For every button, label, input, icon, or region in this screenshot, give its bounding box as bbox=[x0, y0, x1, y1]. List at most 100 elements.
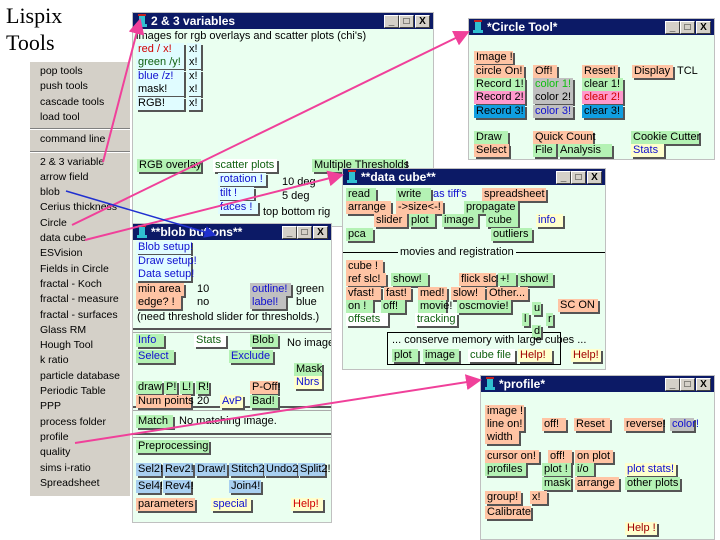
button-rgb[interactable]: RGB! bbox=[136, 97, 184, 110]
button-size[interactable]: ->size<-! bbox=[396, 201, 443, 214]
button-vfast[interactable]: vfast! bbox=[346, 287, 381, 300]
button-pca[interactable]: pca bbox=[346, 228, 373, 241]
button-record-3[interactable]: Record 3! bbox=[474, 105, 525, 118]
maximize-button[interactable]: □ bbox=[399, 15, 414, 28]
button-write[interactable]: write bbox=[396, 188, 431, 201]
menu-item-esvision[interactable]: ESVision bbox=[40, 247, 83, 260]
menu-item-fields-in-circle[interactable]: Fields in Circle bbox=[40, 262, 109, 275]
close-button[interactable]: X bbox=[696, 21, 711, 34]
button-show[interactable]: show! bbox=[518, 273, 553, 286]
button-sel4[interactable]: Sel4! bbox=[136, 480, 164, 493]
button-cursor-on[interactable]: cursor on! bbox=[485, 450, 539, 463]
button-spreadsheet[interactable]: spreadsheet bbox=[482, 188, 546, 201]
button-special[interactable]: special bbox=[211, 498, 251, 511]
button-x[interactable]: x! bbox=[187, 56, 201, 69]
button-fast[interactable]: fast! bbox=[384, 287, 411, 300]
button-x[interactable]: x! bbox=[187, 83, 201, 96]
button-off[interactable]: off! bbox=[548, 450, 572, 463]
button-preprocessing[interactable]: Preprocessing bbox=[136, 440, 209, 453]
button-rev4[interactable]: Rev4! bbox=[163, 480, 194, 493]
menu-item-pop-tools[interactable]: pop tools bbox=[40, 65, 83, 77]
button-other[interactable]: Other... bbox=[487, 287, 528, 300]
maximize-button[interactable]: □ bbox=[571, 171, 586, 184]
button-red-x[interactable]: red / x! bbox=[136, 43, 184, 56]
button-u[interactable]: u bbox=[532, 302, 541, 315]
menu-item-data-cube[interactable]: data cube bbox=[40, 232, 87, 244]
button-plot[interactable]: plot ! bbox=[542, 463, 571, 476]
button-image[interactable]: image bbox=[442, 214, 478, 227]
button-help[interactable]: Help! bbox=[518, 349, 552, 362]
button-mask[interactable]: mask! bbox=[136, 83, 184, 96]
button-draw[interactable]: draw bbox=[136, 381, 162, 394]
menu-item-cascade-tools[interactable]: cascade tools bbox=[40, 95, 105, 108]
button-offsets[interactable]: offsets bbox=[346, 313, 388, 326]
button-help[interactable]: Help! bbox=[291, 498, 323, 511]
button-cube[interactable]: cube bbox=[486, 214, 518, 227]
menu-item-fractal-measure[interactable]: fractal - measure bbox=[40, 293, 119, 306]
button-reset[interactable]: Reset bbox=[574, 418, 610, 431]
cube-title-bar[interactable]: **data cube**_□X bbox=[343, 169, 605, 185]
button-quick-count[interactable]: Quick Count bbox=[533, 131, 596, 144]
button-line-on[interactable]: line on! bbox=[485, 418, 524, 431]
button-color[interactable]: color! bbox=[670, 418, 699, 431]
button-p[interactable]: P! bbox=[164, 381, 177, 394]
button-outliers[interactable]: outliers bbox=[491, 228, 532, 241]
button-image[interactable]: image bbox=[423, 349, 459, 362]
close-button[interactable]: X bbox=[415, 15, 430, 28]
button-l[interactable]: l bbox=[522, 313, 529, 326]
button-x[interactable]: x! bbox=[530, 491, 547, 504]
menu-item-2-3-variable[interactable]: 2 & 3 variable bbox=[40, 155, 105, 168]
button-blue-z[interactable]: blue /z! bbox=[136, 70, 184, 83]
button-info[interactable]: Info bbox=[136, 334, 164, 347]
menu-item-glass-rm[interactable]: Glass RM bbox=[40, 323, 87, 336]
button-image[interactable]: image ! bbox=[485, 405, 524, 418]
button-other-plots[interactable]: other plots bbox=[625, 477, 680, 490]
button-image[interactable]: Image ! bbox=[474, 51, 513, 64]
menu-item-arrow-field[interactable]: arrow field bbox=[40, 170, 89, 183]
button-cookie-cutter[interactable]: Cookie Cutter bbox=[631, 131, 701, 144]
button-sel2[interactable]: Sel2! bbox=[136, 463, 164, 476]
button-ref-slc[interactable]: ref slc! bbox=[346, 273, 386, 286]
button-plot[interactable]: plot bbox=[392, 349, 418, 362]
button-select[interactable]: Select bbox=[136, 350, 174, 363]
button-on[interactable]: on ! bbox=[346, 300, 373, 313]
button-mask[interactable]: Mask bbox=[294, 363, 323, 376]
menu-item-spreadsheet[interactable]: Spreadsheet bbox=[40, 476, 100, 489]
button-read[interactable]: read bbox=[346, 188, 376, 201]
button-clear-1[interactable]: clear 1! bbox=[582, 78, 623, 91]
button-reverse[interactable]: reverse! bbox=[624, 418, 666, 431]
maximize-button[interactable]: □ bbox=[680, 21, 695, 34]
button-color-1[interactable]: color 1! bbox=[533, 78, 573, 91]
button-draw[interactable]: Draw bbox=[474, 131, 508, 144]
button-movie[interactable]: movie! bbox=[418, 300, 453, 313]
button-plot-stats[interactable]: plot stats! bbox=[625, 463, 676, 476]
button-sc-on[interactable]: SC ON bbox=[558, 299, 598, 312]
profile-title-bar[interactable]: *profile*_□X bbox=[481, 376, 714, 392]
button-match[interactable]: Match bbox=[136, 415, 173, 428]
button-mask[interactable]: mask bbox=[542, 477, 571, 490]
button-faces[interactable]: faces ! bbox=[218, 201, 258, 214]
button-reset[interactable]: Reset! bbox=[582, 65, 618, 78]
button-help[interactable]: Help ! bbox=[625, 522, 657, 535]
button-draw[interactable]: Draw! bbox=[195, 463, 227, 476]
menu-item-fractal-koch[interactable]: fractal - Koch bbox=[40, 277, 102, 290]
button-group[interactable]: group! bbox=[485, 491, 521, 504]
menu-item-command-line[interactable]: command line bbox=[40, 133, 106, 146]
button-blob-setup[interactable]: Blob setup! bbox=[136, 241, 194, 254]
button-file[interactable]: File bbox=[533, 144, 556, 157]
button-arrange[interactable]: arrange bbox=[575, 477, 619, 490]
circle-title-bar[interactable]: *Circle Tool*_□X bbox=[469, 19, 714, 35]
button-i-o[interactable]: i/o bbox=[575, 463, 594, 476]
button-slider[interactable]: slider bbox=[374, 214, 407, 227]
button-plot[interactable]: plot bbox=[409, 214, 435, 227]
button-record-1[interactable]: Record 1! bbox=[474, 78, 525, 91]
button-cube[interactable]: cube ! bbox=[346, 260, 383, 273]
close-button[interactable]: X bbox=[587, 171, 602, 184]
button-nbrs[interactable]: Nbrs bbox=[294, 376, 322, 389]
button-show[interactable]: show! bbox=[391, 273, 428, 286]
button-info[interactable]: info bbox=[536, 214, 563, 227]
button-stats[interactable]: Stats bbox=[194, 334, 226, 347]
button-exclude[interactable]: Exclude bbox=[229, 350, 273, 363]
button-x[interactable]: x! bbox=[187, 70, 201, 83]
button-help[interactable]: Help! bbox=[571, 349, 601, 362]
